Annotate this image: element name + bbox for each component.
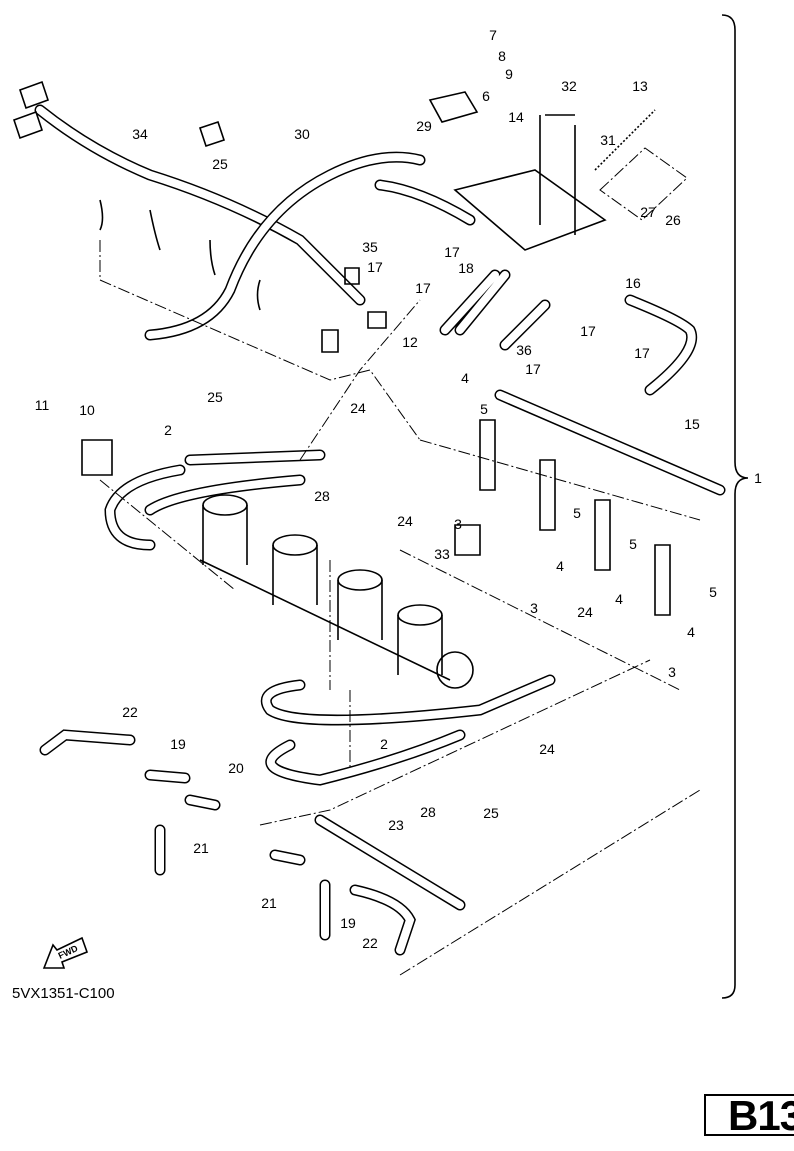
callout-29: 29 [416, 118, 432, 134]
callout-9: 9 [505, 66, 513, 82]
hoses-2-28 [104, 449, 556, 786]
callout-26: 26 [665, 212, 681, 228]
fuel-rail [81, 389, 726, 616]
callout-33: 33 [434, 546, 450, 562]
callout-7: 7 [489, 27, 497, 43]
callout-2: 2 [380, 736, 388, 752]
callout-36: 36 [516, 342, 532, 358]
callout-19: 19 [340, 915, 356, 931]
callout-24: 24 [397, 513, 413, 529]
dash-lines [99, 240, 701, 976]
drawing-code: 5VX1351-C100 [12, 985, 115, 1002]
vacuum-hose-30 [144, 151, 476, 341]
fwd-label: FWD [57, 943, 80, 961]
callout-20: 20 [228, 760, 244, 776]
callout-19: 19 [170, 736, 186, 752]
callout-35: 35 [362, 239, 378, 255]
callout-22: 22 [362, 935, 378, 951]
callout-25: 25 [483, 805, 499, 821]
callout-11: 11 [35, 397, 50, 413]
page-label-box: B13 [704, 1094, 794, 1136]
callout-12: 12 [402, 334, 418, 350]
throttle-bodies [199, 494, 474, 689]
assembly-ref: 1 [754, 470, 762, 486]
callout-31: 31 [600, 132, 616, 148]
callout-4: 4 [461, 370, 469, 386]
callout-24: 24 [350, 400, 366, 416]
callout-16: 16 [625, 275, 641, 291]
callout-28: 28 [314, 488, 330, 504]
callout-8: 8 [498, 48, 506, 64]
callout-4: 4 [615, 591, 623, 607]
callout-17: 17 [415, 280, 431, 296]
callout-17: 17 [367, 259, 383, 275]
callout-5: 5 [573, 505, 581, 521]
callout-3: 3 [668, 664, 676, 680]
callout-3: 3 [530, 600, 538, 616]
callout-28: 28 [420, 804, 436, 820]
callout-5: 5 [629, 536, 637, 552]
callout-15: 15 [684, 416, 700, 432]
hoses-16-18-36 [439, 269, 698, 396]
callout-21: 21 [261, 895, 277, 911]
callout-13: 13 [632, 78, 648, 94]
callout-5: 5 [709, 584, 717, 600]
callout-17: 17 [634, 345, 650, 361]
callout-3: 3 [454, 516, 462, 532]
callout-23: 23 [388, 817, 404, 833]
callout-21: 21 [193, 840, 209, 856]
callout-22: 22 [122, 704, 138, 720]
callout-25: 25 [212, 156, 228, 172]
callout-25: 25 [207, 389, 223, 405]
callout-6: 6 [482, 88, 490, 104]
callout-17: 17 [525, 361, 541, 377]
fwd-arrow: FWD [42, 936, 89, 969]
callout-32: 32 [561, 78, 577, 94]
wire-harness [12, 80, 387, 353]
callout-24: 24 [577, 604, 593, 620]
callout-30: 30 [294, 126, 310, 142]
callout-18: 18 [458, 260, 474, 276]
callout-17: 17 [580, 323, 596, 339]
callout-24: 24 [539, 741, 555, 757]
page-label: B13 [728, 1094, 794, 1136]
callout-14: 14 [508, 109, 524, 125]
right-brace [721, 14, 749, 999]
callout-10: 10 [79, 402, 95, 418]
callout-5: 5 [480, 401, 488, 417]
callout-2: 2 [164, 422, 172, 438]
lower-hoses [39, 729, 466, 956]
callout-27: 27 [640, 204, 656, 220]
callout-4: 4 [556, 558, 564, 574]
callout-34: 34 [132, 126, 148, 142]
callout-4: 4 [687, 624, 695, 640]
callout-17: 17 [444, 244, 460, 260]
sensor-bracket-assembly [428, 91, 688, 251]
